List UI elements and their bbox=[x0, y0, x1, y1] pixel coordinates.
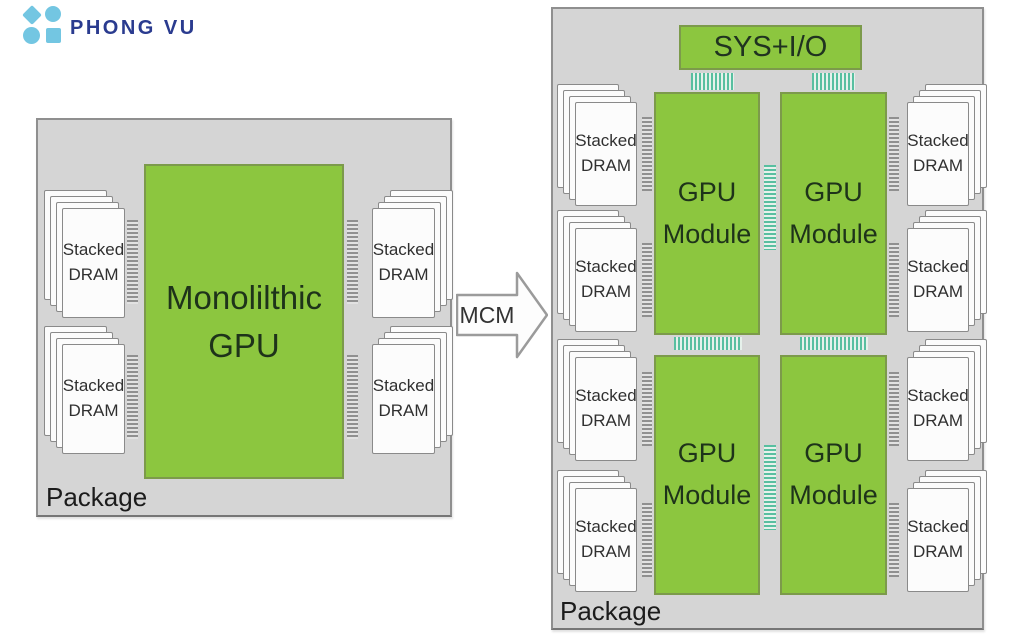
package-label: Package bbox=[560, 596, 662, 626]
dram-front-card: Stacked DRAM bbox=[372, 344, 435, 454]
dram-front-card: Stacked DRAM bbox=[575, 357, 637, 461]
module-link-connector bbox=[764, 165, 776, 250]
gpu-module-label: GPU Module bbox=[662, 438, 752, 510]
stacked-dram-label: Stacked DRAM bbox=[907, 257, 969, 301]
stacked-dram-label: Stacked DRAM bbox=[62, 376, 125, 420]
monolithic-gpu-label: Monolilthic GPU bbox=[166, 278, 322, 364]
stacked-dram-label: Stacked DRAM bbox=[907, 131, 969, 175]
module-link-connector bbox=[764, 445, 776, 530]
dram-front-card: Stacked DRAM bbox=[575, 102, 637, 206]
package-label: Package bbox=[46, 482, 148, 512]
logo-square-shape bbox=[46, 28, 61, 43]
dram-front-card: Stacked DRAM bbox=[372, 208, 435, 318]
dram-bus-connector bbox=[642, 503, 652, 577]
dram-bus-connector bbox=[642, 372, 652, 446]
mcm-arrow-label: MCM bbox=[459, 301, 515, 328]
dram-bus-connector bbox=[127, 220, 138, 304]
logo-circle-top-shape bbox=[45, 6, 61, 22]
dram-bus-connector bbox=[889, 372, 899, 446]
sysio-link-connector bbox=[812, 73, 855, 90]
gpu-module-die: GPU Module bbox=[654, 92, 760, 335]
stacked-dram-label: Stacked DRAM bbox=[907, 386, 969, 430]
gpu-module-label: GPU Module bbox=[789, 176, 878, 249]
gpu-module-die: GPU Module bbox=[654, 355, 760, 595]
gpu-module-label: GPU Module bbox=[789, 438, 878, 510]
stacked-dram-label: Stacked DRAM bbox=[575, 131, 637, 175]
gpu-module-die: GPU Module bbox=[780, 92, 887, 335]
sys-io-die: SYS+I/O bbox=[679, 25, 862, 70]
dram-front-card: Stacked DRAM bbox=[907, 357, 969, 461]
dram-front-card: Stacked DRAM bbox=[907, 228, 969, 332]
dram-front-card: Stacked DRAM bbox=[62, 208, 125, 318]
dram-bus-connector bbox=[889, 117, 899, 191]
brand-name: PHONG VU bbox=[70, 17, 197, 39]
gpu-module-label: GPU Module bbox=[662, 176, 752, 249]
logo-circle-bottom-shape bbox=[23, 27, 40, 44]
stacked-dram-label: Stacked DRAM bbox=[575, 386, 637, 430]
stacked-dram-label: Stacked DRAM bbox=[575, 517, 637, 561]
sysio-link-connector bbox=[691, 73, 734, 90]
dram-bus-connector bbox=[642, 117, 652, 191]
dram-bus-connector bbox=[347, 220, 358, 304]
logo-diamond-shape bbox=[22, 5, 42, 25]
dram-bus-connector bbox=[347, 355, 358, 439]
dram-front-card: Stacked DRAM bbox=[575, 488, 637, 592]
right-arrow-icon bbox=[456, 271, 548, 359]
mcm-package: SYS+I/O GPU Module GPU Module GPU Module… bbox=[551, 7, 987, 630]
gpu-module-die: GPU Module bbox=[780, 355, 887, 595]
stacked-dram-label: Stacked DRAM bbox=[575, 257, 637, 301]
dram-bus-connector bbox=[889, 503, 899, 577]
dram-front-card: Stacked DRAM bbox=[575, 228, 637, 332]
dram-bus-connector bbox=[642, 243, 652, 317]
stacked-dram-label: Stacked DRAM bbox=[907, 517, 969, 561]
dram-front-card: Stacked DRAM bbox=[907, 488, 969, 592]
phongvu-logo-icon bbox=[22, 5, 84, 48]
monolithic-package: Monolilthic GPU Stacked DRAM Stacked DRA… bbox=[36, 118, 453, 517]
stacked-dram-label: Stacked DRAM bbox=[372, 376, 435, 420]
dram-front-card: Stacked DRAM bbox=[62, 344, 125, 454]
dram-bus-connector bbox=[127, 355, 138, 439]
mcm-arrow: MCM bbox=[456, 271, 548, 359]
monolithic-gpu-die: Monolilthic GPU bbox=[144, 164, 344, 479]
dram-bus-connector bbox=[889, 243, 899, 317]
stacked-dram-label: Stacked DRAM bbox=[372, 240, 435, 284]
module-link-connector bbox=[674, 337, 742, 350]
sys-io-label: SYS+I/O bbox=[713, 31, 828, 63]
dram-front-card: Stacked DRAM bbox=[907, 102, 969, 206]
module-link-connector bbox=[800, 337, 868, 350]
stacked-dram-label: Stacked DRAM bbox=[62, 240, 125, 284]
